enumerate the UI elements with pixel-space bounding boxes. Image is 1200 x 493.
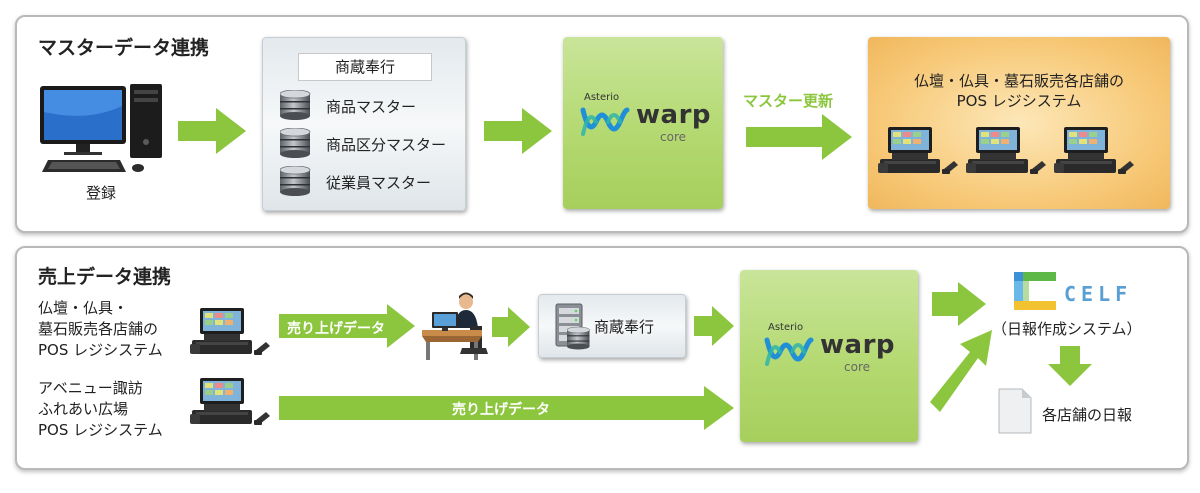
sales-shokan-label: 商蔵奉行: [594, 318, 655, 336]
warp-core-logo: Asterio warp core: [578, 88, 718, 148]
pos-system-title: 仏壇・仏具・墓石販売各店舗の POS レジシステム: [868, 71, 1170, 111]
pos-register-icon: [190, 378, 270, 425]
master-item-product: 商品マスター: [326, 98, 417, 116]
flow-arrow: [932, 282, 986, 326]
desktop-computer-icon: [40, 84, 162, 172]
pos-system-box: [868, 37, 1170, 209]
warp-wave-icon: [580, 107, 630, 136]
sales-data-arrow2-label: 売り上げデータ: [452, 402, 550, 418]
celf-logo-icon: [1014, 272, 1056, 310]
sales-data-arrow-label: 売り上げデータ: [287, 321, 385, 337]
database-icon: [280, 128, 311, 159]
pos-register-icon: [1054, 127, 1134, 174]
office-worker-icon: [422, 292, 488, 360]
sales-data-arrow-long: [279, 386, 734, 430]
warp-word: warp: [636, 100, 711, 130]
sales-source1-label: 仏壇・仏具・ 墓石販売各店舗の POS レジシステム: [38, 299, 163, 359]
master-section-title: マスターデータ連携: [38, 37, 210, 59]
sales-data-panel: [15, 246, 1189, 470]
flow-arrow: [694, 306, 734, 346]
document-icon: [998, 388, 1032, 434]
sales-section-title: 売上データ連携: [38, 266, 172, 288]
pos-register-icon: [878, 127, 958, 174]
database-icon: [567, 326, 590, 350]
warp-wave-icon: [764, 337, 814, 366]
pos-system-line1: 仏壇・仏具・墓石販売各店舗の: [913, 72, 1124, 90]
flow-arrow: [746, 114, 852, 160]
register-label: 登録: [86, 184, 117, 202]
flow-arrow: [178, 108, 246, 154]
database-icon: [280, 166, 311, 197]
master-item-employee: 従業員マスター: [326, 174, 432, 192]
sales-warp-core-logo: Asterio warp core: [762, 318, 902, 378]
warp-word: warp: [820, 330, 895, 360]
core-word: core: [660, 130, 686, 144]
pos-register-icon: [190, 308, 270, 355]
asterio-brand: Asterio: [768, 322, 804, 333]
database-icon: [280, 90, 311, 121]
daily-report-label: 各店舗の日報: [1042, 406, 1133, 424]
celf-logo-text: CELF: [1064, 282, 1133, 306]
shokan-bugyo-title: 商蔵奉行: [298, 53, 432, 81]
pos-system-line2: POS レジシステム: [956, 92, 1082, 110]
flow-arrow-diagonal: [930, 330, 992, 412]
master-item-category: 商品区分マスター: [326, 136, 447, 154]
sales-source2-label: アベニュー諏訪 ふれあい広場 POS レジシステム: [38, 379, 163, 439]
sales-data-arrow: [279, 304, 415, 348]
pos-register-icon: [966, 127, 1046, 174]
flow-arrow: [492, 307, 530, 347]
core-word: core: [844, 360, 870, 374]
celf-caption: （日報作成システム）: [992, 320, 1142, 338]
asterio-brand: Asterio: [584, 92, 620, 103]
master-update-label: マスター更新: [743, 92, 834, 110]
flow-arrow-down: [1048, 346, 1092, 386]
flow-arrow: [484, 108, 552, 154]
